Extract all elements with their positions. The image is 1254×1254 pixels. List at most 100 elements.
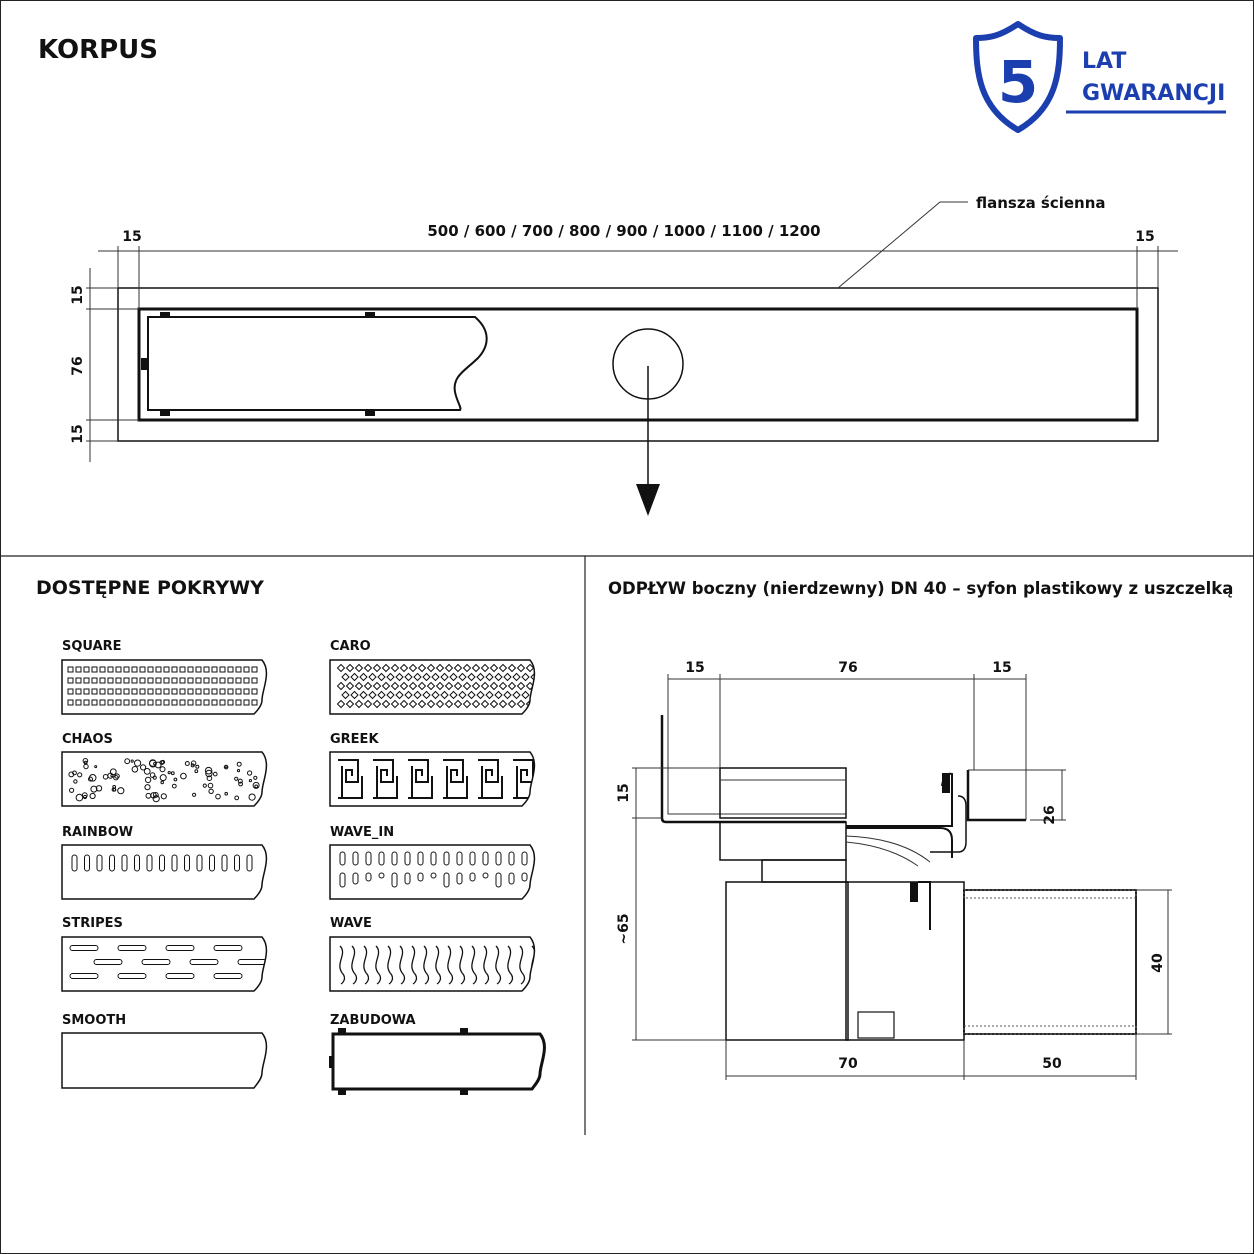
perforation-diamond — [521, 690, 530, 700]
perforation-dot — [190, 760, 197, 766]
perforation-slot — [443, 851, 450, 866]
perforation-square — [211, 666, 218, 673]
clip-mark — [365, 410, 375, 416]
perforation-square — [227, 666, 234, 673]
perforation-dot — [82, 758, 89, 764]
perforation-square — [163, 688, 170, 695]
perforation-dot — [130, 759, 134, 763]
perforation-square — [171, 699, 178, 706]
outlet-collar — [719, 767, 847, 819]
perforation-diamond — [498, 699, 508, 709]
perforation-dot — [124, 758, 131, 765]
perforation-dot — [144, 776, 152, 784]
perforation-dot — [160, 793, 167, 800]
perforation-square — [163, 699, 170, 706]
perforation-square — [243, 699, 250, 706]
perforation-dot — [73, 779, 78, 784]
perforation-dot — [205, 769, 213, 778]
perforation-diamond — [480, 663, 490, 673]
channel-bottom — [846, 827, 953, 858]
perforation-square — [251, 699, 258, 706]
perforation-square — [251, 666, 258, 673]
perforation-wave — [387, 945, 394, 985]
perforation-square — [83, 677, 90, 684]
cover-square: SQUARE — [61, 639, 268, 715]
perforation-square — [235, 699, 242, 706]
perforation-dot — [253, 775, 258, 780]
perforation-greek — [408, 759, 433, 799]
perforation-square — [115, 688, 122, 695]
dim-left-65: ~65 — [616, 913, 632, 944]
perforation-stripe — [141, 959, 171, 965]
perforation-square — [203, 677, 210, 684]
perforation-diamond — [458, 690, 467, 700]
perforation-square — [83, 666, 90, 673]
dim-left-15: 15 — [616, 783, 632, 802]
perforation-square — [99, 699, 106, 706]
cover-label-caro: CARO — [330, 639, 371, 654]
korpus-title: KORPUS — [38, 35, 158, 65]
perforation-diamond — [516, 663, 526, 673]
perforation-slot — [339, 851, 346, 866]
perforation-diamond — [453, 699, 463, 709]
pattern-stripes — [69, 945, 267, 979]
perforation-stripe — [213, 945, 243, 951]
perforation-square — [67, 699, 74, 706]
perforation-diamond — [485, 672, 494, 682]
perforation-square — [195, 677, 202, 684]
perforation-wave — [363, 945, 370, 985]
perforation-diamond — [453, 663, 463, 673]
perforation-slot — [469, 872, 476, 882]
perforation-square — [195, 699, 202, 706]
perforation-dot — [140, 764, 147, 771]
perforation-square — [219, 677, 226, 684]
perforation-diamond — [489, 699, 499, 709]
perforation-diamond — [476, 672, 485, 682]
perforation-diamond — [395, 672, 404, 682]
perforation-slot — [404, 851, 411, 866]
perforation-dot — [170, 771, 175, 776]
perforation-diamond — [471, 663, 481, 673]
perforation-dot — [88, 776, 93, 782]
perforation-dot — [131, 766, 139, 773]
clip-mark — [160, 312, 170, 318]
perforation-diamond — [462, 699, 472, 709]
flange-outline — [117, 287, 1159, 442]
perforation-slot — [417, 851, 424, 866]
cover-plate — [329, 659, 536, 715]
perforation-diamond — [449, 672, 458, 682]
perforation-square — [131, 699, 138, 706]
pattern-caro — [336, 663, 535, 709]
perforation-wave — [507, 945, 514, 985]
perforation-square — [155, 699, 162, 706]
perforation-diamond — [372, 681, 382, 691]
perforation-square — [235, 666, 242, 673]
perforation-diamond — [417, 699, 427, 709]
perforation-square — [251, 688, 258, 695]
perforation-square — [75, 699, 82, 706]
cover-plate — [329, 936, 536, 992]
perforation-square — [195, 688, 202, 695]
cover-label-square: SQUARE — [62, 639, 122, 654]
perforation-slot — [404, 872, 411, 885]
perforation-dot — [247, 770, 253, 776]
perforation-dot — [173, 777, 178, 782]
perforation-dot — [94, 765, 98, 769]
perforation-slot — [482, 872, 489, 879]
perforation-slot — [469, 851, 476, 866]
perforation-diamond — [426, 663, 436, 673]
flow-arrow-icon — [636, 484, 660, 516]
perforation-square — [131, 677, 138, 684]
perforation-slot — [221, 854, 228, 872]
perforation-slot — [71, 854, 78, 872]
perforation-wave — [519, 945, 526, 985]
perforation-diamond — [413, 690, 422, 700]
perforation-diamond — [417, 681, 427, 691]
perforation-square — [227, 677, 234, 684]
perforation-dot — [167, 771, 171, 775]
perforation-slot — [171, 854, 178, 872]
clip-mark — [460, 1028, 468, 1034]
perforation-diamond — [498, 663, 508, 673]
perforation-dot — [114, 773, 120, 779]
